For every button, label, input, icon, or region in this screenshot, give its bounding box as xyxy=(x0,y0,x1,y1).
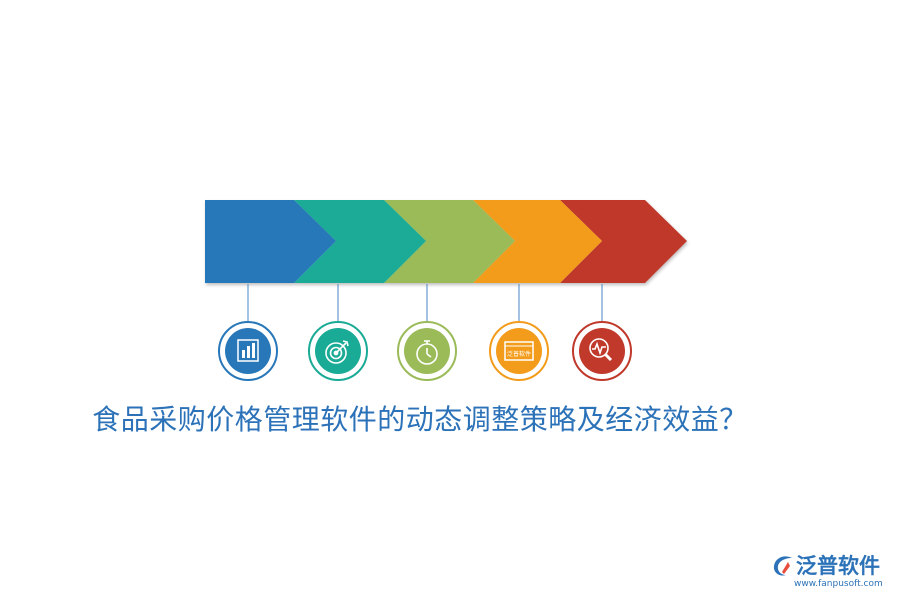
magnifier-pulse-icon xyxy=(589,338,613,362)
arrow-segment-3 xyxy=(384,200,515,283)
stopwatch-icon xyxy=(416,340,438,365)
page-title: 食品采购价格管理软件的动态调整策略及经济效益？ xyxy=(92,403,748,436)
icon-node-4: 泛普软件 xyxy=(489,321,549,381)
logo-swirl-icon xyxy=(773,556,792,576)
logo-url: www.fanpusoft.com xyxy=(794,579,883,589)
icon-node-2 xyxy=(308,321,368,381)
icon-node-1 xyxy=(218,321,278,381)
bar-chart-icon xyxy=(237,339,259,362)
arrow-segment-2 xyxy=(294,200,426,283)
svg-text:泛普软件: 泛普软件 xyxy=(507,350,531,358)
target-icon xyxy=(325,340,349,364)
arrow-segment-4 xyxy=(473,200,602,283)
logo-name: 泛普软件 xyxy=(796,554,880,578)
arrow-segment-1 xyxy=(205,200,336,283)
icon-node-5 xyxy=(572,321,632,381)
browser-window-icon: 泛普软件 xyxy=(504,341,534,361)
icon-node-3 xyxy=(397,321,457,381)
fanpusoft-logo: 泛普软件 www.fanpusoft.com xyxy=(766,552,896,596)
arrow-segment-5 xyxy=(560,200,687,283)
